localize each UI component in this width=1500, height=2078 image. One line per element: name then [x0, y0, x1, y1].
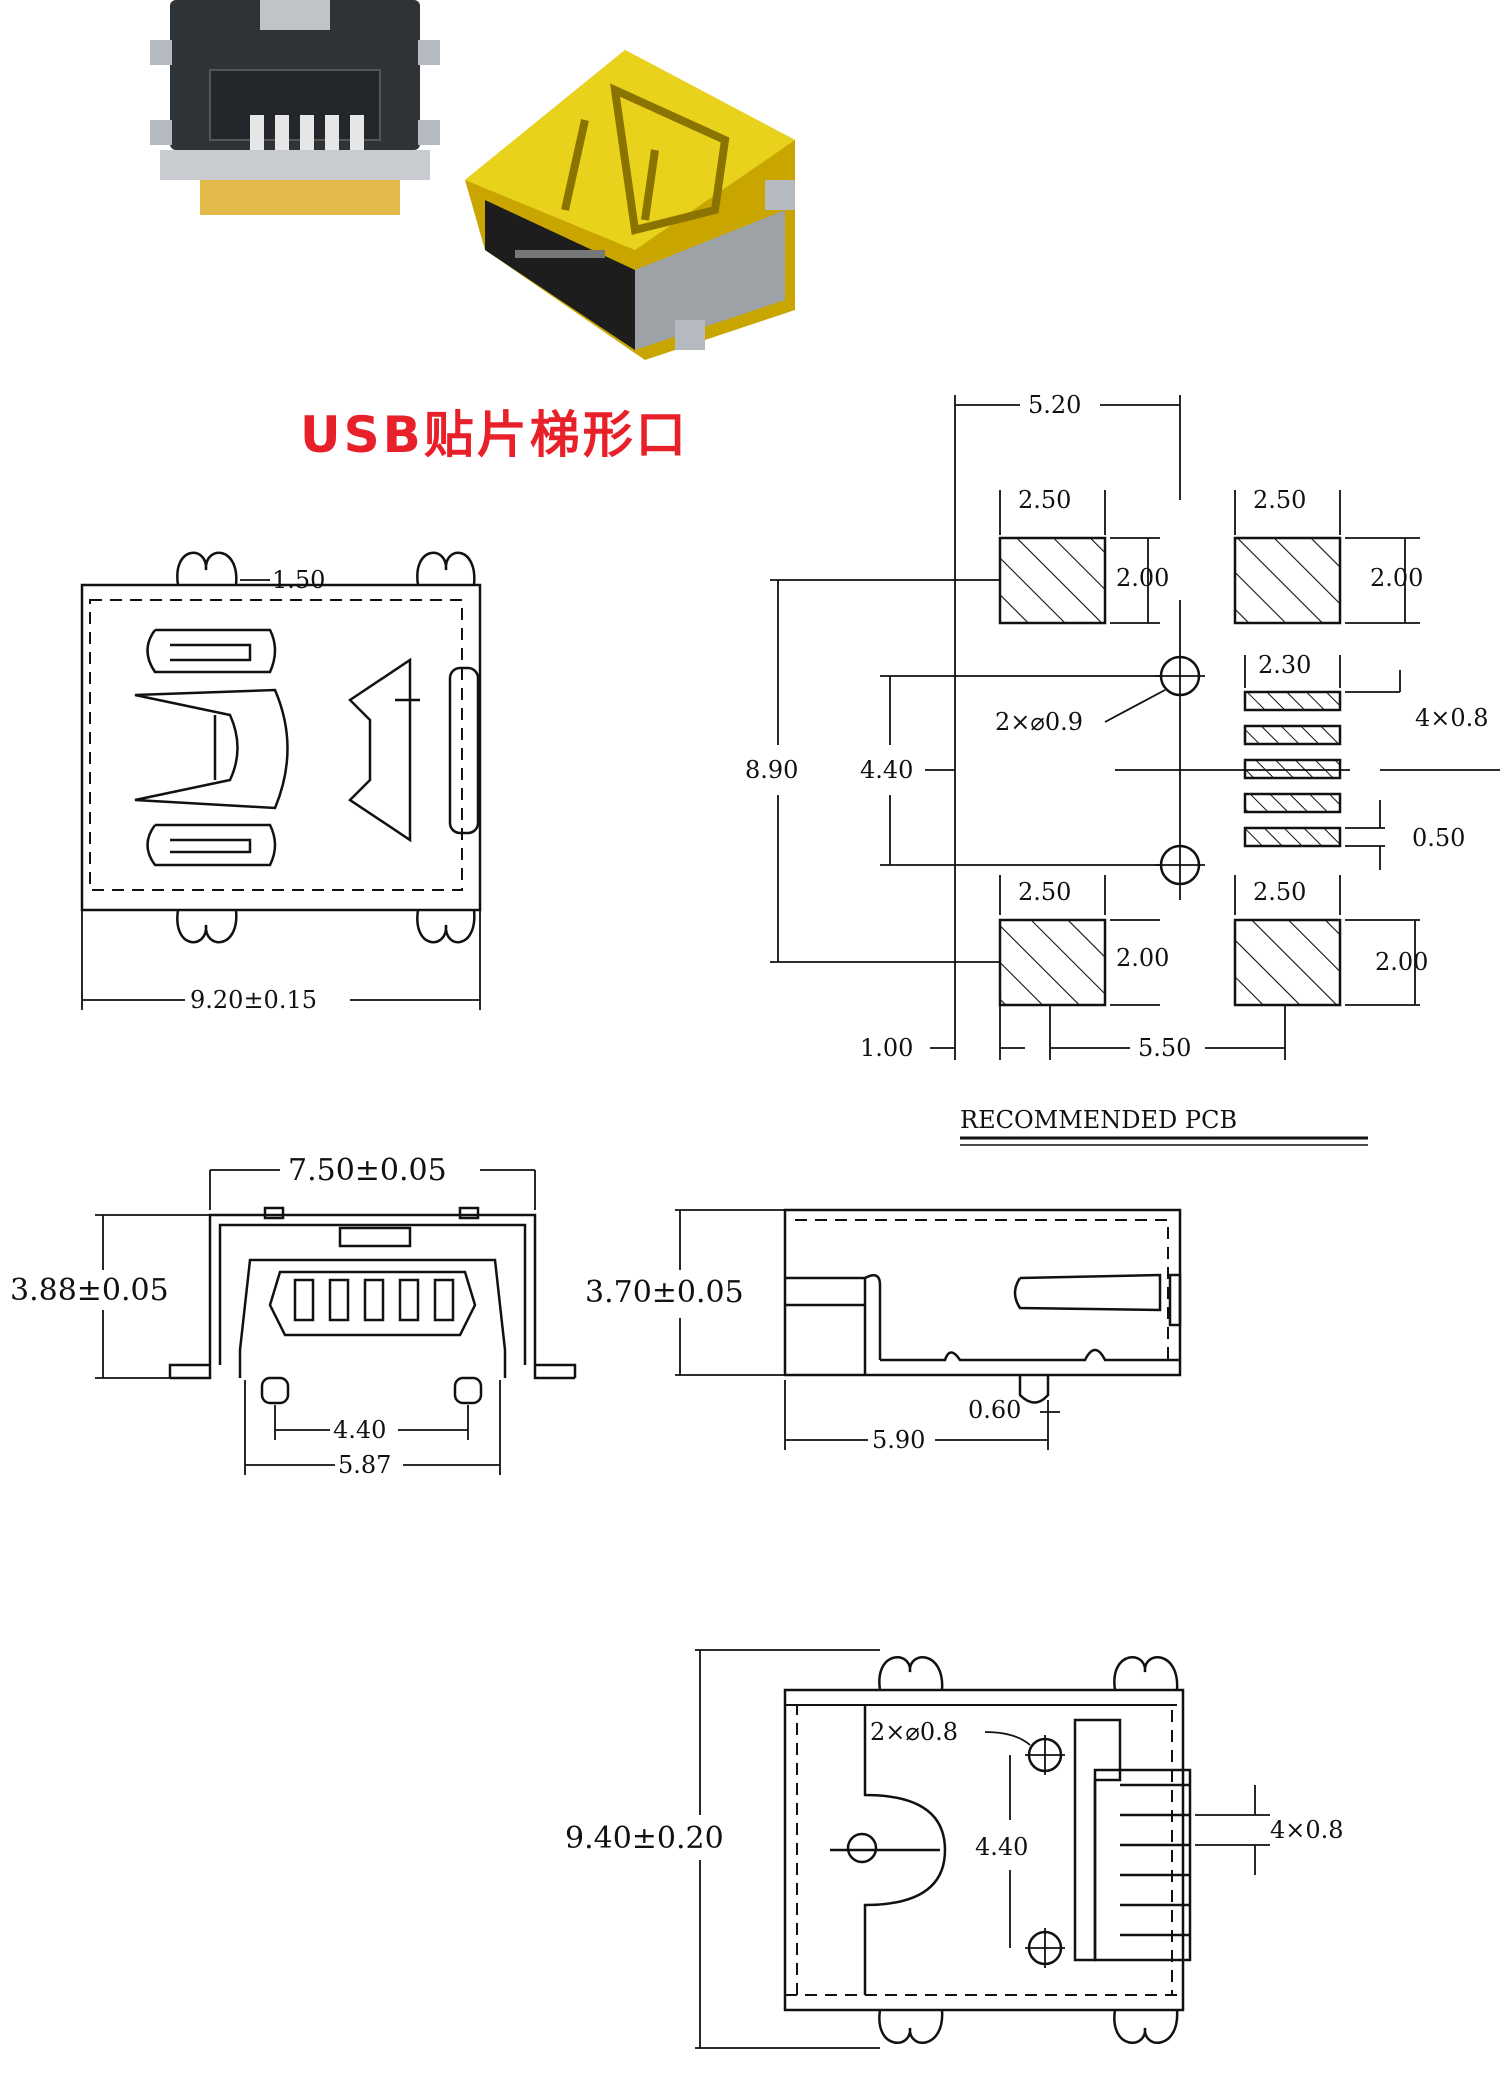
bottom-holes-label: 2×⌀0.8	[870, 1718, 958, 1746]
hole-pitch-label: 4.40	[860, 756, 913, 784]
side-height-label: 3.70±0.05	[585, 1275, 744, 1310]
pin-pitch-label: 0.50	[1412, 824, 1465, 852]
peg-offset-label: 0.60	[968, 1396, 1021, 1424]
pad-width-tr: 2.50	[1253, 486, 1306, 514]
pad-width-bl: 2.50	[1018, 878, 1071, 906]
pad-spacing-label: 5.50	[1138, 1034, 1191, 1062]
bottom-view: 4.40 2×⌀0.8 9.40±0.20 4×0.8	[565, 1649, 1344, 2049]
pad-width-br: 2.50	[1253, 878, 1306, 906]
side-length-label: 5.90	[872, 1426, 925, 1454]
pcb-width-label: 5.20	[1028, 391, 1081, 419]
connector-photo-bottom-view-icon	[150, 0, 440, 215]
product-title: USB贴片梯形口	[300, 406, 689, 464]
pad-height-br: 2.00	[1375, 948, 1428, 976]
bottom-hole-pitch-label: 4.40	[975, 1833, 1028, 1861]
pcb-height-label: 8.90	[745, 756, 798, 784]
bottom-length-label: 9.40±0.20	[565, 1821, 724, 1856]
pad-width-tl: 2.50	[1018, 486, 1071, 514]
base-width-label: 5.87	[338, 1451, 391, 1479]
pin-count-label: 4×0.8	[1415, 704, 1489, 732]
pcb-caption: RECOMMENDED PCB	[960, 1106, 1237, 1134]
offset-label: 1.00	[860, 1034, 913, 1062]
bottom-pins-label: 4×0.8	[1270, 1816, 1344, 1844]
pcb-layout: 5.20 2.50 2.50 2.00 2.00	[745, 391, 1500, 1146]
front-width-label: 7.50±0.05	[288, 1153, 447, 1188]
top-view: 1.50 9.20±0.15	[80, 551, 482, 1014]
peg-pitch-label: 4.40	[333, 1416, 386, 1444]
front-height-label: 3.88±0.05	[10, 1273, 169, 1308]
side-view: 3.70±0.05 0.60 5.90	[585, 1208, 1182, 1454]
holes-label: 2×⌀0.9	[995, 708, 1083, 736]
pad-height-bl: 2.00	[1116, 944, 1169, 972]
pin-width-label: 2.30	[1258, 651, 1311, 679]
pitch-label: 1.50	[272, 566, 325, 594]
pad-height-tl: 2.00	[1116, 564, 1169, 592]
pad-height-tr: 2.00	[1370, 564, 1423, 592]
front-view: 7.50±0.05 3.88±0.05 4.40 5.87	[10, 1153, 577, 1479]
top-width-label: 9.20±0.15	[190, 986, 317, 1014]
connector-photo-gold-icon	[465, 50, 795, 360]
